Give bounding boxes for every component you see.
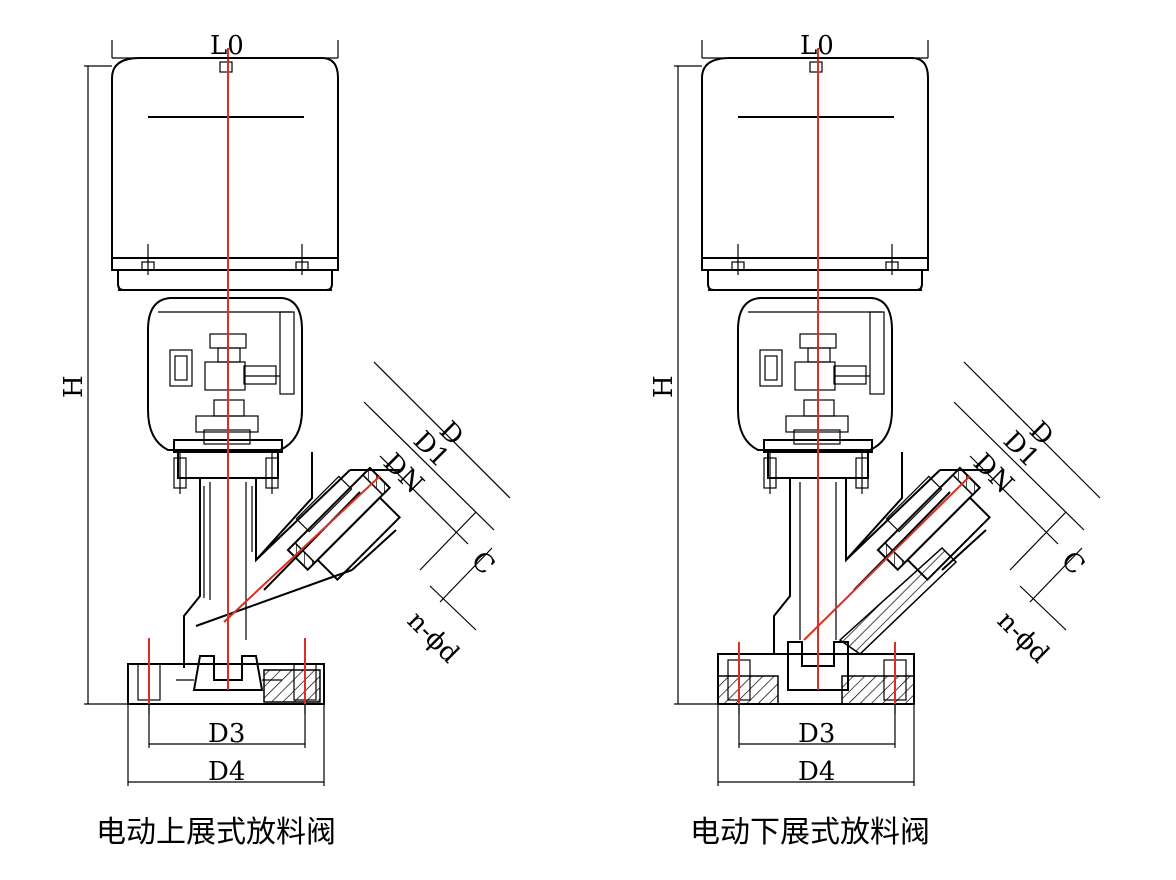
dim-D4: D4	[798, 757, 835, 787]
dim-L0: L0	[210, 31, 244, 61]
figure-top-expanding: L0 H D D1 DN C n-ϕd D3 D4 电动上展式放料阀	[59, 31, 511, 850]
dim-C: C	[1055, 546, 1090, 581]
figure-caption: 电动下展式放料阀	[690, 815, 930, 850]
figure-bottom-expanding: L0 H D D1 DN C n-ϕd D3 D4 电动下展式放料阀	[649, 31, 1101, 850]
bracket	[147, 297, 303, 451]
actuator-housing	[701, 57, 929, 271]
dim-nd: n-ϕd	[401, 606, 465, 670]
valve-body	[183, 452, 313, 668]
dim-C: C	[465, 546, 500, 581]
dim-L0: L0	[800, 31, 834, 61]
dim-D4: D4	[208, 757, 245, 787]
valve-body	[773, 452, 903, 654]
dim-H: H	[649, 375, 679, 398]
actuator-housing	[111, 57, 339, 271]
dim-D3: D3	[798, 719, 835, 749]
figure-caption: 电动上展式放料阀	[96, 815, 336, 850]
bracket	[737, 297, 893, 451]
dim-H: H	[59, 375, 89, 398]
dim-D3: D3	[208, 719, 245, 749]
dim-nd: n-ϕd	[991, 606, 1055, 670]
bottom-flange	[127, 663, 325, 705]
